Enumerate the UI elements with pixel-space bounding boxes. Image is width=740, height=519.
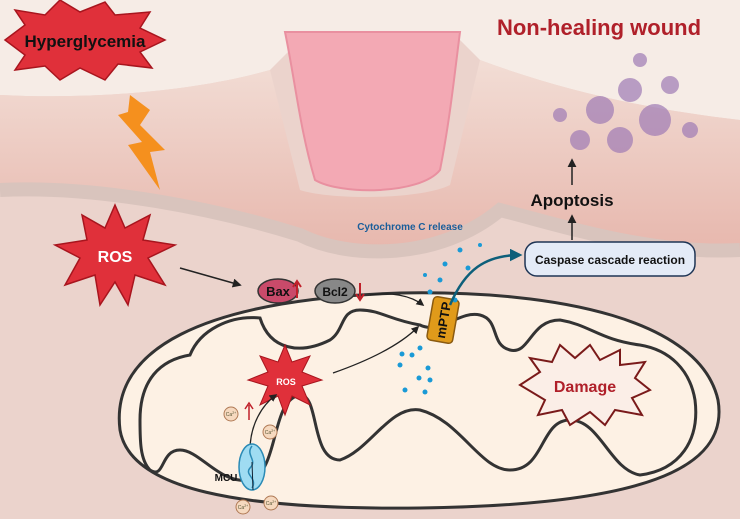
bcl2-down-arrow-icon [355, 283, 365, 302]
calcium-ion: Ca2+ [263, 495, 279, 511]
stratum-corneum [0, 0, 740, 120]
calcium-charge: 2+ [244, 504, 248, 508]
apoptotic-cells [553, 53, 698, 153]
wound [283, 31, 462, 192]
calcium-symbol: Ca [226, 412, 233, 418]
calcium-ion: Ca2+ [262, 424, 278, 440]
calcium-symbol: Ca [238, 505, 245, 511]
mptp-channel: mPTP [426, 295, 460, 345]
calcium-charge: 2+ [271, 429, 275, 433]
hyperglycemia-label: Hyperglycemia [25, 32, 146, 51]
calcium-ion: Ca2+ [223, 406, 239, 422]
lightning-icon [118, 95, 165, 190]
ros-burst-icon [52, 203, 178, 308]
ros-inner-burst-icon [246, 343, 324, 417]
apoptosis-label: Apoptosis [530, 191, 613, 210]
calcium-symbol: Ca [266, 501, 273, 507]
bax-up-arrow-icon [292, 279, 302, 298]
bcl2-to-mptp-arrow [369, 293, 425, 306]
svg-text:Ca2+: Ca2+ [265, 429, 275, 436]
svg-text:Ca2+: Ca2+ [238, 504, 248, 511]
bax-label: Bax [266, 284, 291, 299]
ros-inner-label: ROS [276, 377, 296, 387]
ros-to-mptp-arrow [332, 325, 420, 374]
calcium-ion: Ca2+ [235, 499, 251, 515]
damage-burst-icon [518, 343, 652, 427]
calcium-charge: 2+ [272, 500, 276, 504]
caspase-label: Caspase cascade reaction [535, 253, 685, 267]
cytochrome-c-particles [397, 243, 482, 395]
calcium-up-arrow-icon [244, 401, 254, 420]
bcl2-protein [314, 278, 356, 304]
mptp-label: mPTP [433, 300, 454, 339]
bcl2-label: Bcl2 [322, 285, 348, 299]
basal-cell-layer [0, 182, 740, 259]
mptp-to-caspase-arrow [448, 248, 523, 306]
mcu-label: MCU [215, 473, 238, 484]
mcu-channel [238, 443, 266, 491]
ros-outer-label: ROS [98, 249, 133, 266]
caspase-box [524, 241, 696, 277]
mcu-to-ros-arrow [249, 394, 278, 451]
ros-to-bax-arrow [179, 267, 242, 288]
svg-text:Ca2+: Ca2+ [266, 500, 276, 507]
calcium-charge: 2+ [232, 411, 236, 415]
title: Non-healing wound [497, 15, 701, 40]
calcium-symbol: Ca [265, 430, 272, 436]
hyperglycemia-burst-icon [3, 0, 167, 81]
cytochrome-label: Cytochrome C release [357, 222, 463, 233]
damage-label: Damage [554, 379, 616, 396]
svg-text:Ca2+: Ca2+ [226, 411, 236, 418]
